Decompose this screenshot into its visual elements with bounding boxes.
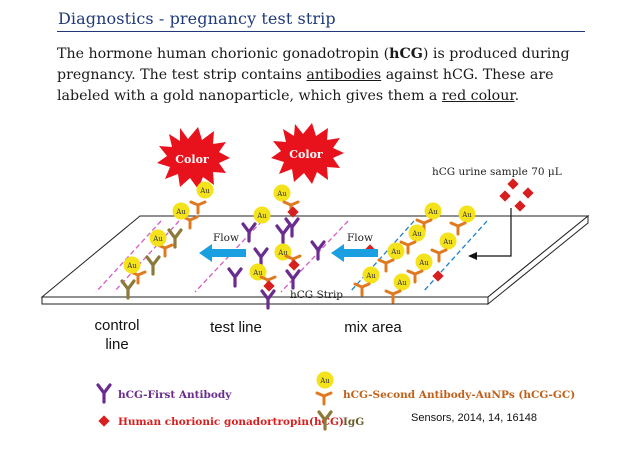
mix-area-label: mix area — [344, 319, 402, 336]
page-title: Diagnostics - pregnancy test strip — [58, 9, 336, 28]
intro-text-2: ) is produced during pregnancy. The test… — [57, 46, 570, 83]
control-line-left — [95, 220, 162, 293]
au-label: Au — [277, 249, 288, 257]
color-burst-right-label: Color — [289, 148, 323, 161]
au-label: Au — [461, 211, 472, 219]
au-label: Au — [390, 248, 401, 256]
color-burst-right: Color — [271, 123, 344, 184]
au-label: Au — [276, 190, 287, 198]
flow-right-label: Flow — [347, 232, 373, 244]
control-line-label: control line — [94, 317, 140, 353]
flow-left-label: Flow — [213, 232, 239, 244]
strip-label: hCG Strip — [290, 289, 343, 301]
au-label: Au — [411, 230, 422, 238]
second-antibody-icon — [189, 200, 207, 215]
au-label: Au — [418, 259, 429, 267]
legend-first-antibody: hCG-First Antibody — [118, 389, 232, 401]
au-label: Au — [365, 272, 376, 280]
sample-label: hCG urine sample 70 μL — [432, 166, 562, 178]
legend-hcg: Human chorionic gonadortropin(hCG) — [118, 416, 344, 428]
urine-sample-drops: hCG urine sample 70 μL — [432, 166, 562, 260]
title-divider — [57, 31, 585, 32]
control-zone-molecules: Au Au Au Au — [120, 181, 214, 300]
au-label: Au — [319, 377, 330, 385]
intro-paragraph: The hormone human chorionic gonadotropin… — [57, 44, 597, 107]
au-label: Au — [256, 212, 267, 220]
flow-arrow-left: Flow — [199, 232, 246, 262]
hcg-icon — [98, 415, 110, 427]
hcg-icon — [522, 187, 534, 199]
mix-zone-molecules: Au Au Au Au Au Au Au Au — [353, 202, 476, 304]
second-antibody-icon — [315, 391, 333, 406]
au-label: Au — [152, 235, 163, 243]
au-label: Au — [252, 269, 263, 277]
legend: hCG-First Antibody Human chorionic gonad… — [96, 371, 575, 431]
color-burst-left: Color — [157, 127, 230, 189]
hcg-icon — [499, 190, 511, 202]
sample-arrow-line — [474, 208, 512, 257]
test-line-label: test line — [210, 319, 262, 336]
sample-arrow-head — [468, 252, 477, 260]
intro-text-1: The hormone human chorionic gonadotropin… — [57, 46, 390, 62]
legend-igg: IgG — [343, 416, 364, 428]
hcg-icon — [514, 200, 526, 212]
source-credit: Sensors, 2014, 14, 16148 — [411, 412, 537, 424]
color-burst-left-label: Color — [175, 153, 209, 166]
au-label: Au — [199, 187, 210, 195]
strip-front-edge — [41, 296, 489, 305]
intro-text-4: . — [514, 88, 520, 104]
intro-red-colour: red colour — [441, 88, 515, 104]
intro-hcg: hCG — [389, 46, 423, 62]
legend-second-antibody: hCG-Second Antibody-AuNPs (hCG-GC) — [343, 389, 575, 401]
flow-arrow-right: Flow — [331, 232, 378, 262]
strip-side-edge — [487, 214, 589, 306]
au-label: Au — [126, 262, 137, 270]
au-label: Au — [427, 208, 438, 216]
au-label: Au — [175, 208, 186, 216]
au-label: Au — [442, 238, 453, 246]
test-zone-molecules: Au Au Au Au — [227, 184, 326, 310]
intro-antibodies: antibodies — [306, 67, 382, 83]
hcg-icon — [507, 178, 519, 190]
first-antibody-icon — [96, 383, 112, 404]
intro-text-3: against hCG. These are labeled with a go… — [57, 67, 554, 104]
au-label: Au — [396, 279, 407, 287]
